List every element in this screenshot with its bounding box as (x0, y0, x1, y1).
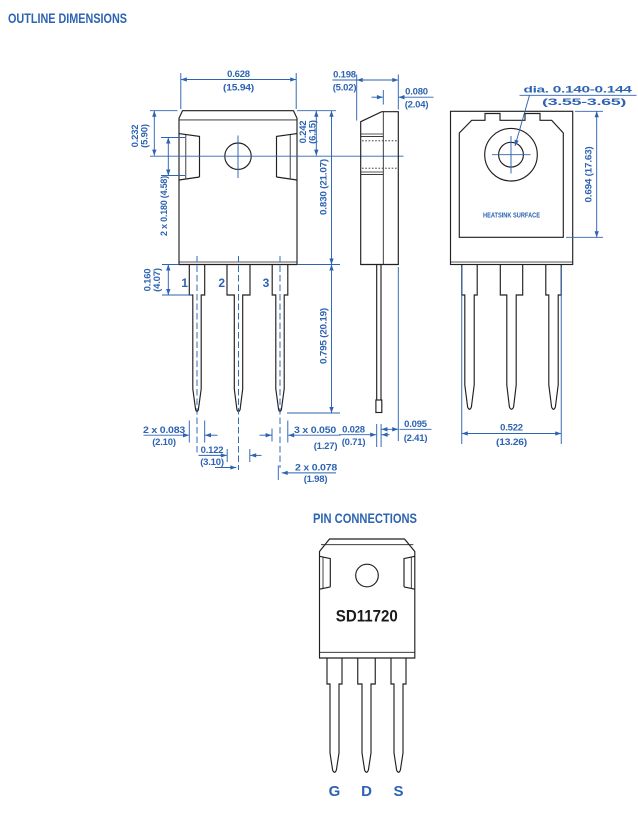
side-body-outline (360, 111, 399, 266)
pin-number-2: 2 (218, 276, 225, 290)
dim-tab-height: 0.694 (17.63) (584, 146, 595, 202)
dim-lead-tip-width-in: 3 x 0.050 (294, 425, 336, 436)
side-view (360, 111, 399, 414)
heatsink-tab-outline (458, 112, 564, 238)
dim-tab-offset-in: 0.080 (405, 87, 428, 98)
dim-body-height: 0.830 (21.07) (319, 159, 330, 215)
dim-top-to-hole-mm: (5.90) (139, 124, 150, 148)
dim-outer-lead-width-in: 2 x 0.083 (143, 425, 185, 436)
front-right-notch (275, 133, 298, 181)
page-title: OUTLINE DIMENSIONS (8, 10, 127, 26)
dim-lead-span-mm: (13.26) (496, 437, 527, 448)
dim-lead-shoulder-in: 0.160 (143, 269, 154, 292)
pin-connections-title: PIN CONNECTIONS (313, 510, 417, 526)
dim-lead-length: 0.795 (20.19) (319, 308, 330, 364)
pc-body-outline (318, 538, 416, 659)
pc-lead-g (326, 658, 343, 773)
dim-lead-span-in: 0.522 (500, 423, 523, 434)
back-lead-3 (545, 264, 562, 410)
heatsink-surface-label: HEATSINK SURFACE (483, 211, 540, 220)
back-hole-boss (484, 127, 538, 182)
dim-center-lead-width-in: 0.122 (201, 445, 224, 456)
pin-label-source: S (393, 783, 403, 800)
side-dimensions: 0.198 (5.02) 0.080 (2.04) 0.095 (2.41) 0… (332, 70, 434, 448)
dim-lead-to-back-mm: (2.41) (404, 433, 428, 444)
pc-mounting-hole (355, 563, 379, 588)
part-number: SD11720 (336, 608, 398, 626)
dim-side-width-in: 0.198 (333, 70, 356, 81)
dim-lead-thickness-mm: (0.71) (342, 437, 366, 448)
pc-lead-s (390, 658, 407, 773)
pin-connections: PIN CONNECTIONS SD11720 G D S (313, 510, 417, 800)
back-dimensions: dia. 0.140-0.144 (3.55-3.65) 0.694 (17.6… (461, 85, 637, 448)
side-lead-tip (375, 399, 383, 414)
front-left-notch (178, 133, 201, 181)
dim-lead-shoulder-mm: (4.07) (152, 268, 163, 292)
dim-top-to-hole-in: 0.232 (130, 125, 141, 148)
pin-number-3: 3 (263, 276, 270, 290)
dim-hole-diameter-in: dia. 0.140-0.144 (524, 85, 633, 96)
dim-lead-thickness-in: 0.028 (342, 424, 365, 435)
hole-dia-leader (514, 95, 530, 147)
dim-lead-to-back-in: 0.095 (404, 419, 428, 430)
dim-body-width-mm: (15.94) (223, 83, 254, 94)
dim-notch: 2 x 0.180 (4.58) (159, 176, 170, 236)
back-view: HEATSINK SURFACE (449, 110, 574, 410)
dim-hole-diameter-mm: (3.55-3.65) (542, 97, 626, 108)
back-lead-1 (461, 264, 478, 410)
front-view: 1 2 3 (178, 110, 298, 470)
dim-center-lead-width-mm: (3.10) (200, 457, 224, 468)
pin-label-gate: G (329, 783, 341, 800)
dim-top-to-datum-mm: (6.15) (307, 120, 318, 144)
dim-tab-offset-mm: (2.04) (405, 100, 429, 111)
pc-right-notch (403, 555, 415, 590)
pc-lead-d (357, 658, 376, 773)
pin-number-1: 1 (181, 276, 188, 290)
dim-outer-lead-width-mm: (2.10) (152, 437, 176, 448)
dim-side-width-mm: (5.02) (333, 83, 357, 94)
dim-lead-lower-width-mm: (1.98) (304, 474, 328, 485)
pin-label-drain: D (361, 783, 372, 800)
dim-body-width-in: 0.628 (227, 69, 250, 80)
back-lead-2 (499, 264, 524, 410)
dim-top-to-datum-in: 0.242 (298, 121, 309, 144)
front-body-outline (178, 110, 298, 266)
dim-lead-lower-width-in: 2 x 0.078 (295, 462, 337, 473)
front-dimensions: 0.628 (15.94) 0.232 (5.90) 2 x 0.180 (4.… (130, 69, 341, 485)
back-body-outline (449, 110, 574, 266)
side-lead (376, 264, 382, 400)
dim-lead-tip-width-mm: (1.27) (314, 441, 338, 452)
pc-left-notch (319, 555, 331, 590)
back-hole-crosshair (492, 136, 531, 174)
